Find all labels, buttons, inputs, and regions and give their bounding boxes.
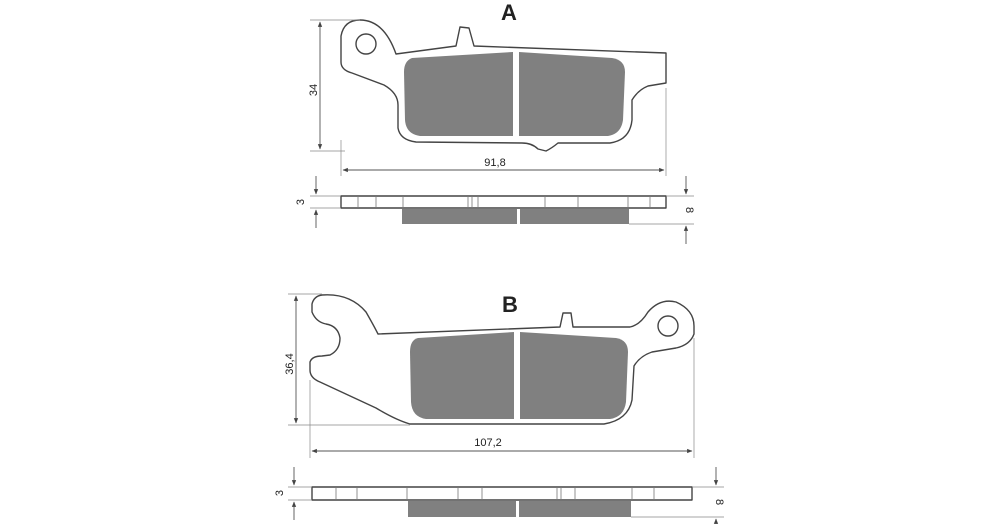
- pad-a-plate-thickness-label: 3: [295, 199, 307, 205]
- pad-b-height-label: 36,4: [284, 353, 296, 374]
- pad-a-side-friction-left: [402, 209, 517, 224]
- pad-a-friction-left: [404, 52, 513, 136]
- pad-b-side-plate: [311, 486, 693, 501]
- pad-b-side-friction-right: [519, 501, 631, 517]
- pad-a-total-thickness-label: 8: [683, 207, 695, 213]
- pad-b-title: B: [502, 292, 518, 317]
- pad-b: B 36,4 107,2: [274, 292, 725, 524]
- pad-a-friction-right: [519, 52, 625, 136]
- pad-a: A 34 91,8: [295, 0, 695, 244]
- pad-b-width-label: 107,2: [474, 437, 502, 449]
- pad-a-title: A: [501, 0, 517, 25]
- pad-b-side-friction-left: [408, 501, 516, 517]
- pad-b-total-thickness-label: 8: [713, 499, 725, 505]
- pad-a-width-label: 91,8: [484, 157, 505, 169]
- pad-a-height-label: 34: [308, 84, 320, 96]
- pad-a-side-plate: [340, 195, 667, 209]
- pad-a-mounting-hole: [355, 33, 377, 55]
- pad-b-friction-right: [520, 332, 628, 419]
- pad-a-side-friction-right: [520, 209, 629, 224]
- pad-b-friction-left: [410, 332, 514, 419]
- pad-b-mounting-hole: [657, 315, 679, 337]
- pad-b-plate-thickness-label: 3: [274, 490, 286, 496]
